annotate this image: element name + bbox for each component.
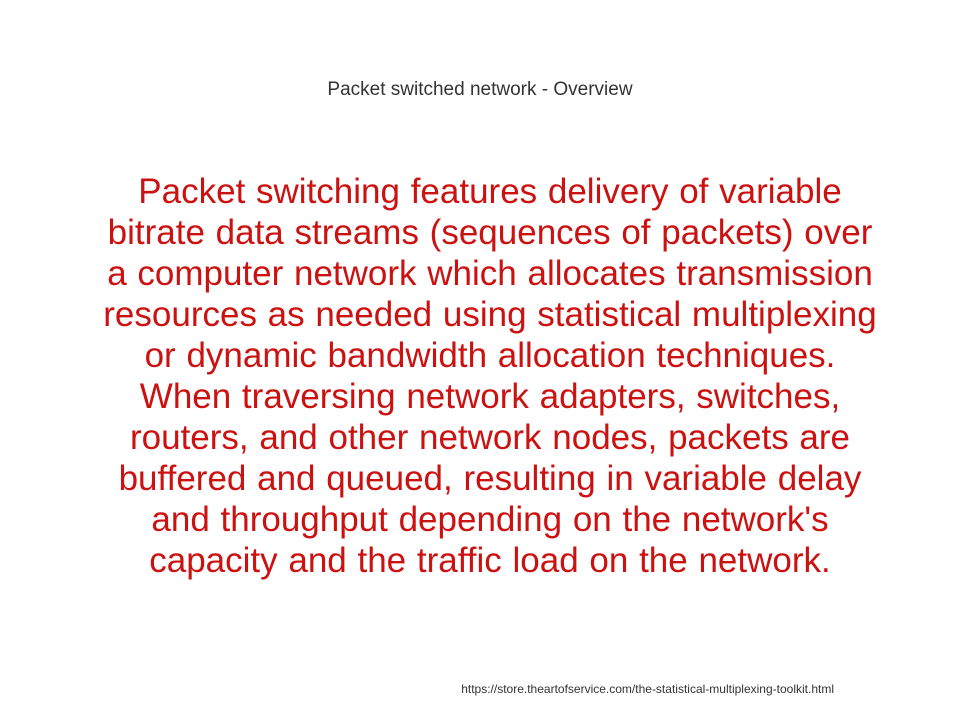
slide-title: Packet switched network - Overview bbox=[327, 79, 633, 100]
slide-body-text: Packet switching features delivery of va… bbox=[103, 172, 877, 580]
source-url: https://store.theartofservice.com/the-st… bbox=[461, 682, 834, 696]
